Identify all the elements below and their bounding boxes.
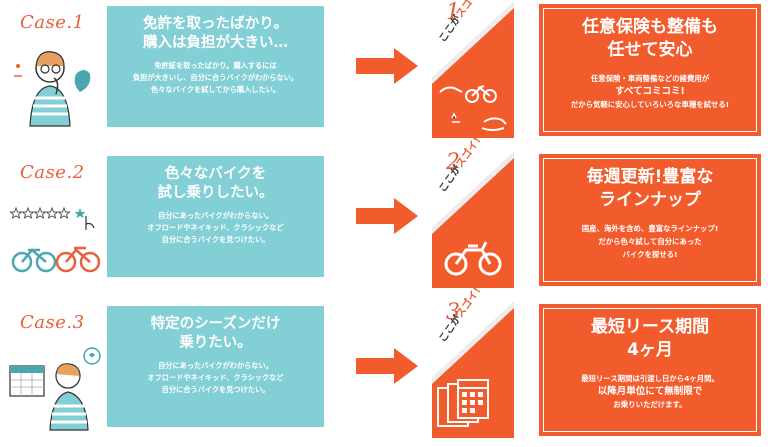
solution-title-line: 任意保険も整備も <box>582 17 718 37</box>
arrow-right-icon <box>356 348 418 384</box>
problem-title-line: 乗りたい。 <box>179 335 252 351</box>
problem-title-line: 試し乗りしたい。 <box>157 185 274 201</box>
badge-shape <box>432 2 514 138</box>
solution-description: 最短リース期間は引渡し日から4ヶ月間。 以降月単位にて無制限で お乗りいただけま… <box>539 372 761 411</box>
solution-description: 国産、海外を含め、豊富なラインナップ! だから色々試して自分にあった バイクを探… <box>539 222 761 261</box>
solution-box: 最短リース期間 4ヶ月 最短リース期間は引渡し日から4ヶ月間。 以降月単位にて無… <box>539 304 761 436</box>
solution-description-line: お乗りいただけます。 <box>613 400 687 409</box>
solution-description-line: すべてコミコミ! <box>615 86 685 97</box>
solution-title-line: 任せて安心 <box>607 40 693 60</box>
feature-badge: 3 ここがスゴイ! <box>432 285 514 438</box>
calendar-person-icon <box>9 347 101 431</box>
feature-badge: 2 ここがスゴイ! <box>432 135 514 288</box>
problem-description-line: 自分にあったバイクがわからない。 <box>158 211 273 220</box>
problem-description: 自分にあったバイクがわからない。 オフロードやネイキッド、クラシックなど 自分に… <box>107 210 324 246</box>
problem-description-line: オフロードやネイキッド、クラシックなど <box>147 373 284 382</box>
problem-title-line: 色々なバイクを <box>164 166 267 182</box>
solution-description-line: バイクを探せる! <box>622 250 678 259</box>
solution-title: 毎週更新!豊富な ラインナップ <box>539 166 761 212</box>
solution-box: 任意保険も整備も 任せて安心 任意保険・車両整備などの諸費用が すべてコミコミ!… <box>539 4 761 136</box>
solution-title: 任意保険も整備も 任せて安心 <box>539 16 761 62</box>
case-row-3: Case.3 特定のシーズンだけ 乗りたい。 自分にあったバイクがわからない。 … <box>0 285 768 440</box>
solution-description-line: 以降月単位にて無制限で <box>597 386 703 397</box>
motorcycle-icon <box>444 241 502 276</box>
solution-description-line: だから気軽に安心していろいろな車種を試せる! <box>570 100 730 109</box>
arrow-right-icon <box>356 198 418 234</box>
problem-title-line: 購入は負担が大きい… <box>143 35 288 51</box>
case-row-1: Case.1 免許を取ったばかり。 購入は負担が大きい… 免許証を取ったばかり。… <box>0 0 768 140</box>
badge-number: 3 <box>446 300 460 325</box>
solution-box: 毎週更新!豊富な ラインナップ 国産、海外を含め、豊富なラインナップ! だから色… <box>539 154 761 286</box>
person-thinking-icon <box>14 51 91 127</box>
solution-title-line: ラインナップ <box>599 190 701 210</box>
problem-description-line: 免許証を取ったばかり。購入するには <box>154 61 277 70</box>
case-label: Case.2 <box>20 162 85 183</box>
problem-description-line: 色々なバイクを試してから購入したい。 <box>150 85 281 94</box>
problem-description: 免許証を取ったばかり。購入するには 負担が大きいし、自分に合うバイクがわからない… <box>107 60 324 96</box>
problem-description-line: オフロードやネイキッド、クラシックなど <box>147 223 284 232</box>
arrow-right-icon <box>356 48 418 84</box>
solution-description-line: 任意保険・車両整備などの諸費用が <box>590 74 710 83</box>
feature-badge: 1 ここがスゴイ! <box>432 0 514 138</box>
problem-title-line: 免許を取ったばかり。 <box>143 16 288 32</box>
solution-description-line: 最短リース期間は引渡し日から4ヶ月間。 <box>581 374 719 383</box>
case-label: Case.1 <box>20 12 85 33</box>
motorcycles-rating-icon <box>9 206 101 273</box>
problem-title: 免許を取ったばかり。 購入は負担が大きい… <box>107 15 324 53</box>
solution-title: 最短リース期間 4ヶ月 <box>539 316 761 362</box>
case-row-2: Case.2 色々なバイクを 試し乗りしたい。 自分にあったバイクがわからない。… <box>0 135 768 290</box>
hands-motorcycle-icon <box>439 85 507 131</box>
calendar-icon <box>437 379 489 427</box>
solution-description-line: 国産、海外を含め、豊富なラインナップ! <box>581 224 719 233</box>
problem-description-line: 自分に合うバイクを見つけたい。 <box>161 235 270 244</box>
solution-title-line: 毎週更新!豊富な <box>586 167 714 187</box>
problem-description: 自分にあったバイクがわからない。 オフロードやネイキッド、クラシックなど 自分に… <box>107 360 324 396</box>
solution-description: 任意保険・車両整備などの諸費用が すべてコミコミ! だから気軽に安心していろいろ… <box>539 72 761 111</box>
problem-description-line: 自分に合うバイクを見つけたい。 <box>161 385 270 394</box>
solution-description-line: だから色々試して自分にあった <box>598 237 702 246</box>
problem-title: 色々なバイクを 試し乗りしたい。 <box>107 165 324 203</box>
solution-title-line: 4ヶ月 <box>627 340 673 360</box>
badge-number: 1 <box>446 0 460 25</box>
badge-number: 2 <box>446 150 460 175</box>
problem-title: 特定のシーズンだけ 乗りたい。 <box>107 315 324 353</box>
problem-description-line: 自分にあったバイクがわからない。 <box>158 361 273 370</box>
problem-box: 免許を取ったばかり。 購入は負担が大きい… 免許証を取ったばかり。購入するには … <box>107 6 324 127</box>
problem-box: 特定のシーズンだけ 乗りたい。 自分にあったバイクがわからない。 オフロードやネ… <box>107 306 324 427</box>
case-label: Case.3 <box>20 312 85 333</box>
solution-title-line: 最短リース期間 <box>590 317 710 337</box>
problem-box: 色々なバイクを 試し乗りしたい。 自分にあったバイクがわからない。 オフロードや… <box>107 156 324 277</box>
problem-description-line: 負担が大きいし、自分に合うバイクがわからない。 <box>132 73 299 82</box>
problem-title-line: 特定のシーズンだけ <box>150 316 281 332</box>
